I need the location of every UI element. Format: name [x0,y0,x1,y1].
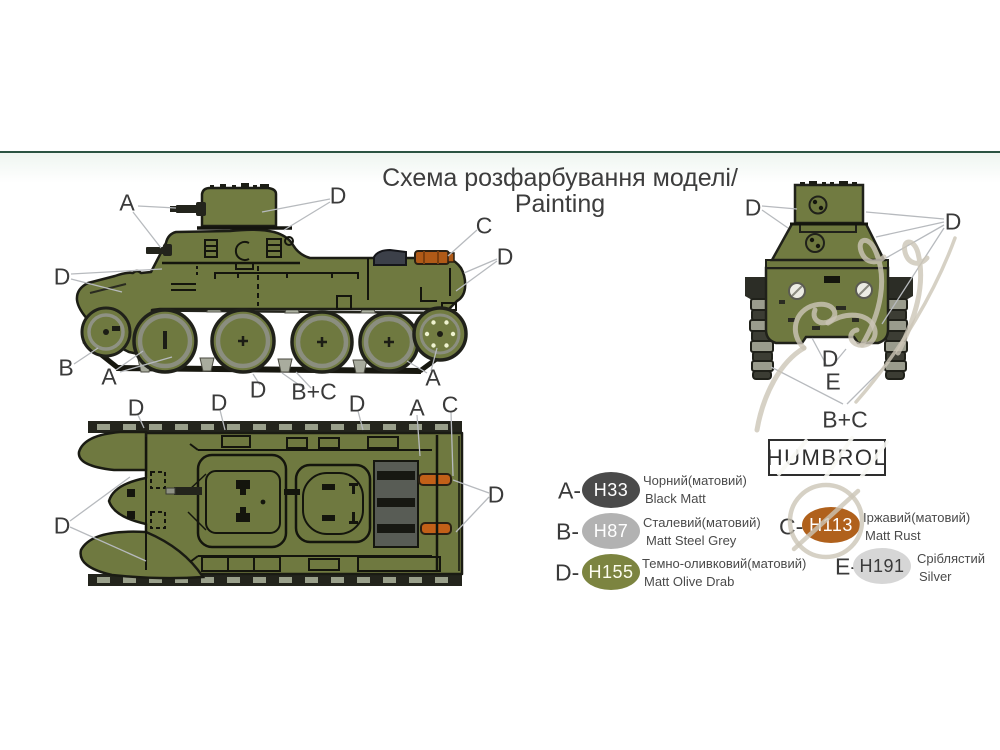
top-rule [0,151,1000,153]
paint-name-uk: Сталевий(матовий) [643,515,761,530]
paint-name-en: Black Matt [645,491,706,506]
callout-letter: D [210,389,228,416]
callout-letter: C [441,391,459,418]
paint-chip: H155 [582,554,640,590]
paint-chip: H113 [802,507,860,543]
sheet-title: Схема розфарбування моделі/ Painting [360,165,760,217]
callout-letter: D [127,394,145,421]
callout-letter: D [744,194,762,221]
legend-letter: B- [556,518,579,545]
paint-name-uk: Темно-оливковий(матовий) [642,556,807,571]
callout-letter: D [249,376,267,403]
callout-letter: A [101,363,117,390]
legend-letter: D- [555,559,580,586]
legend-letter: A- [558,477,581,504]
callout-letter: D [944,208,962,235]
callout-letter: D [53,512,71,539]
paint-name-en: Matt Olive Drab [644,574,735,589]
callout-letter: A [119,189,135,216]
paint-name-en: Silver [919,569,952,584]
paint-code: H155 [588,561,634,582]
callout-letter: D [487,481,505,508]
callout-letter: A [409,394,425,421]
rule-tint [0,153,1000,183]
paint-chip: H87 [582,513,640,549]
callout-letter: A [425,364,441,391]
callout-letter: E [825,368,841,395]
top-view-drawing [77,421,464,586]
paint-name-uk: Іржавий(матовий) [863,510,971,525]
callout-letter: D [53,263,71,290]
callout-letter: D [821,345,839,372]
brand-label: HUMBROL [766,444,888,470]
callout-letter: B+C [291,378,337,405]
callout-letter: B [58,354,74,381]
paint-name-uk: Чорний(матовий) [643,473,747,488]
paint-code: H191 [859,555,905,576]
brand-box: HUMBROL [766,439,888,476]
callout-letter: D [329,182,347,209]
sheet-title-en: Painting [514,190,606,218]
paint-name-en: Matt Steel Grey [646,533,737,548]
sheet-title-uk: Схема розфарбування моделі/ [382,164,738,192]
paint-code: H113 [809,514,853,535]
paint-chip: H33 [582,472,640,508]
paint-name-uk: Сріблястий [917,551,985,566]
callout-letter: D [348,390,366,417]
callout-letter: D [496,243,514,270]
callout-letter: B+C [822,406,868,433]
callout-letter: C [475,212,493,239]
side-view-drawing [75,183,468,374]
paint-name-en: Matt Rust [865,528,921,543]
paint-code: H87 [593,520,629,541]
paint-chip: H191 [853,548,911,584]
legend-letter: C- [779,513,804,540]
legend-letter: E- [835,553,858,580]
paint-code: H33 [593,479,629,500]
